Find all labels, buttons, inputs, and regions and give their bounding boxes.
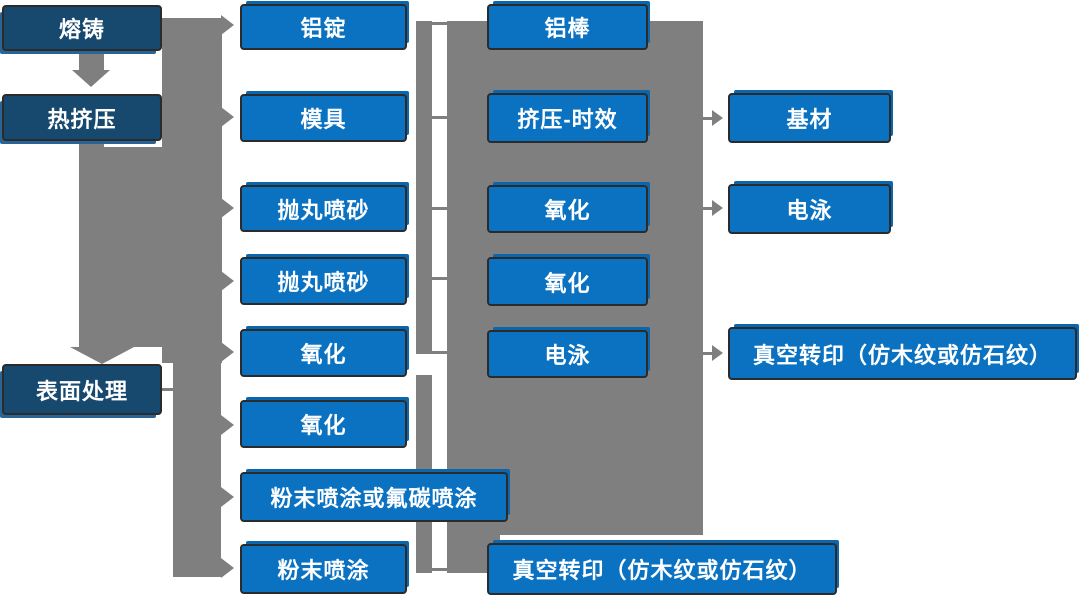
bar-link xyxy=(432,351,447,354)
node-electrophoresis-2: 电泳 xyxy=(728,184,891,234)
node-powder-or-fluorocarbon-coating: 粉末喷涂或氟碳喷涂 xyxy=(240,472,508,522)
arrow-right-icon xyxy=(221,415,234,435)
node-shot-blasting-2: 抛丸喷砂 xyxy=(240,257,407,305)
connector-surfacetreatment-to-bar xyxy=(160,388,176,391)
bar-link xyxy=(432,568,450,571)
bar-link xyxy=(432,22,447,25)
arrow-right-icon xyxy=(221,271,234,291)
arrow-right-icon xyxy=(712,110,723,126)
node-base-material: 基材 xyxy=(728,93,891,143)
node-mold: 模具 xyxy=(240,94,407,142)
arrow-right-icon xyxy=(712,345,723,361)
node-extrusion-aging: 挤压-时效 xyxy=(487,93,648,143)
node-electrophoresis-1: 电泳 xyxy=(487,330,648,378)
arrow-down-icon xyxy=(70,347,134,364)
node-oxidation-1: 氧化 xyxy=(240,329,407,377)
bar-link xyxy=(432,116,447,119)
arrow-right-icon xyxy=(221,15,234,35)
arrow-right-icon xyxy=(221,107,234,127)
arrow-right-icon xyxy=(221,342,234,362)
arrow-down-icon xyxy=(72,70,110,87)
node-aluminum-ingot: 铝锭 xyxy=(240,4,407,50)
node-aluminum-rod: 铝棒 xyxy=(487,4,648,50)
node-hot-extrusion: 热挤压 xyxy=(2,94,162,141)
connector-hotextrusion-stub xyxy=(79,140,104,150)
arrow-right-icon xyxy=(221,558,234,578)
arrow-right-icon xyxy=(712,200,723,216)
node-oxidation-3: 氧化 xyxy=(487,185,648,233)
distribution-bar-lower xyxy=(173,347,221,577)
distribution-bar-upper xyxy=(162,18,222,363)
node-shot-blasting-1: 抛丸喷砂 xyxy=(240,185,407,232)
arrow-right-icon xyxy=(221,198,234,218)
collector-bar-upper xyxy=(416,21,432,354)
node-surface-treatment: 表面处理 xyxy=(2,364,162,415)
bar-link xyxy=(432,207,447,210)
node-oxidation-4: 氧化 xyxy=(487,257,648,306)
node-oxidation-2: 氧化 xyxy=(240,400,407,448)
node-melt-cast: 熔铸 xyxy=(2,5,162,51)
node-powder-coating: 粉末喷涂 xyxy=(240,544,407,594)
arrow-stem xyxy=(703,207,713,210)
arrow-stem xyxy=(703,117,713,120)
arrow-right-icon xyxy=(221,487,234,507)
arrow-stem xyxy=(703,352,713,355)
node-vacuum-transfer-bottom: 真空转印（仿木纹或仿石纹） xyxy=(487,543,837,595)
node-vacuum-transfer-right: 真空转印（仿木纹或仿石纹） xyxy=(728,327,1077,380)
connector-melt-to-hotextrusion-bar xyxy=(79,50,104,72)
bar-link xyxy=(432,277,447,280)
